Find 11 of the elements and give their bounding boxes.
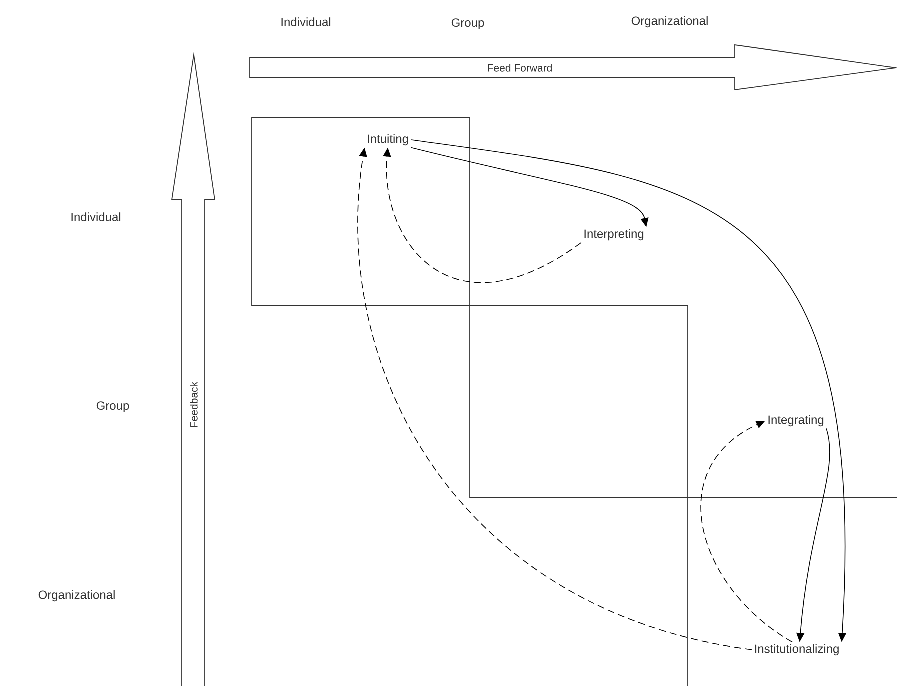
stage-label: Intuiting xyxy=(368,134,408,146)
axis-label: Organizational xyxy=(38,590,115,602)
stage-label: Integrating xyxy=(768,415,824,427)
stage-label: Institutionalizing xyxy=(755,644,839,656)
stage-label: Interpreting xyxy=(584,229,644,241)
arrow xyxy=(700,421,793,643)
axis-label: Organizational xyxy=(632,16,708,28)
axis-label: Group xyxy=(452,18,484,30)
axis-label: Individual xyxy=(282,18,331,26)
axis-label: Individual xyxy=(72,212,121,222)
axis-label: Group xyxy=(96,402,130,412)
